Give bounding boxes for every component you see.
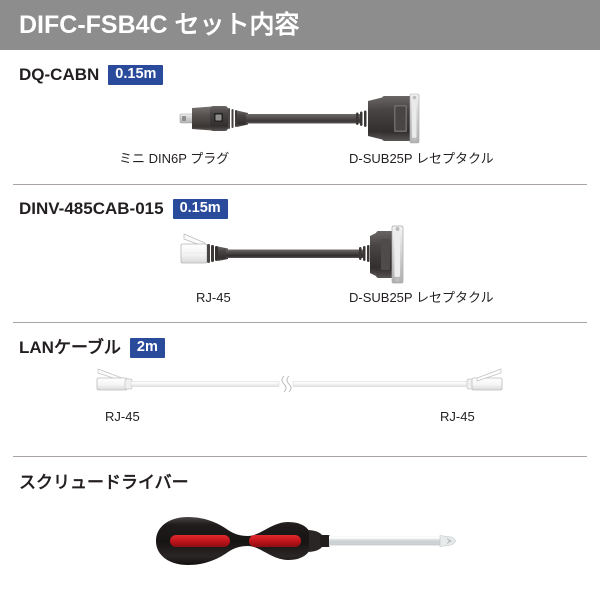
section-divider (13, 184, 587, 185)
section-title-screwdriver: スクリュードライバー (19, 473, 189, 492)
section-screwdriver: スクリュードライバー (0, 456, 600, 600)
illustration-rj45-to-dsub25p (178, 222, 428, 293)
section-title-lan-cable: LANケーブル (19, 338, 121, 357)
caption-rj45-dinv: RJ-45 (196, 290, 231, 305)
section-header-lan-cable: LANケーブル 2m (19, 338, 165, 358)
illustration-lan-cable (95, 364, 505, 403)
section-header-dq-cabn: DQ-CABN 0.15m (19, 65, 164, 85)
caption-rj45-lan-right: RJ-45 (440, 409, 475, 424)
caption-dsub25p-dinv: D-SUB25P レセプタクル (349, 290, 494, 305)
length-badge-lan-cable: 2m (129, 338, 165, 358)
length-badge-dinv-485cab-015: 0.15m (172, 199, 228, 219)
section-divider (13, 456, 587, 457)
section-dinv-485cab-015: DINV-485CAB-015 0.15m (0, 184, 600, 322)
section-dq-cabn: DQ-CABN 0.15m (0, 50, 600, 184)
caption-dsub25p-left-cable: D-SUB25P レセプタクル (349, 151, 494, 166)
length-badge-dq-cabn: 0.15m (108, 65, 164, 85)
page-title: DIFC-FSB4C セット内容 (19, 11, 300, 39)
section-header-screwdriver: スクリュードライバー (19, 473, 189, 493)
illustration-phillips-screwdriver (148, 510, 468, 577)
caption-rj45-lan-left: RJ-45 (105, 409, 140, 424)
caption-mini-din6p: ミニ DIN6P プラグ (119, 151, 230, 166)
section-lan-cable: LANケーブル 2m (0, 322, 600, 456)
section-title-dinv-485cab-015: DINV-485CAB-015 (19, 199, 164, 218)
section-divider (13, 322, 587, 323)
section-header-dinv-485cab-015: DINV-485CAB-015 0.15m (19, 199, 228, 219)
section-title-dq-cabn: DQ-CABN (19, 65, 100, 84)
header-bar: DIFC-FSB4C セット内容 (0, 0, 600, 50)
illustration-mini-din6p-to-dsub25p (178, 90, 428, 157)
